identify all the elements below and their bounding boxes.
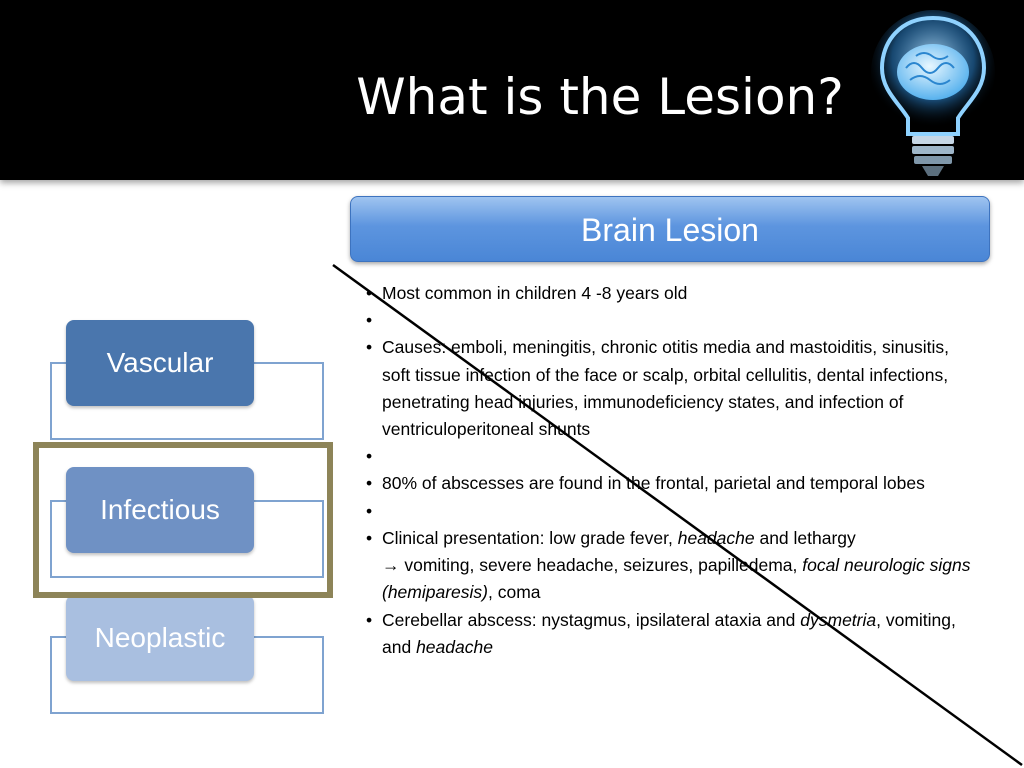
- bullet-clinical: Clinical presentation: low grade fever, …: [366, 525, 976, 607]
- bullet-cerebellar: Cerebellar abscess: nystagmus, ipsilater…: [366, 607, 976, 662]
- slide-title: What is the Lesion?: [356, 68, 844, 126]
- bullet-age: Most common in children 4 -8 years old: [366, 280, 976, 308]
- cerebellar-headache: headache: [416, 636, 493, 657]
- bullet-location-text: 80% of abscesses are found in the fronta…: [382, 473, 925, 494]
- neoplastic-box: Neoplastic: [66, 595, 254, 681]
- clinical-lethargy: and lethargy: [754, 527, 856, 548]
- clinical-text: Clinical presentation: low grade fever,: [382, 527, 678, 548]
- right-arrow-icon: →: [382, 555, 400, 576]
- cerebellar-text: Cerebellar abscess: nystagmus, ipsilater…: [382, 609, 801, 630]
- vascular-box: Vascular: [66, 320, 254, 406]
- clinical-headache: headache: [677, 527, 755, 548]
- infectious-highlight-frame: [33, 442, 333, 598]
- infectious-box: Infectious: [66, 467, 254, 553]
- bullet-gap: [366, 443, 976, 470]
- clinical-coma: , coma: [488, 582, 541, 603]
- bullet-causes: Causes: emboli, meningitis, chronic otit…: [366, 334, 976, 443]
- bullet-causes-text: Causes: emboli, meningitis, chronic otit…: [382, 337, 950, 440]
- cerebellar-dysmetria: dysmetria: [800, 609, 877, 630]
- bullet-location: 80% of abscesses are found in the fronta…: [366, 470, 976, 498]
- bullet-age-text: Most common in children 4 -8 years old: [382, 283, 688, 303]
- slide-header: What is the Lesion?: [0, 0, 1024, 180]
- bullet-gap: [366, 498, 976, 525]
- lesion-bullet-list: Most common in children 4 -8 years old C…: [366, 280, 976, 661]
- clinical-symptoms: vomiting, severe headache, seizures, pap…: [399, 555, 803, 576]
- lightbulb-brain-icon: [871, 10, 995, 176]
- brain-lesion-banner: Brain Lesion: [350, 196, 990, 262]
- bullet-gap: [366, 307, 976, 334]
